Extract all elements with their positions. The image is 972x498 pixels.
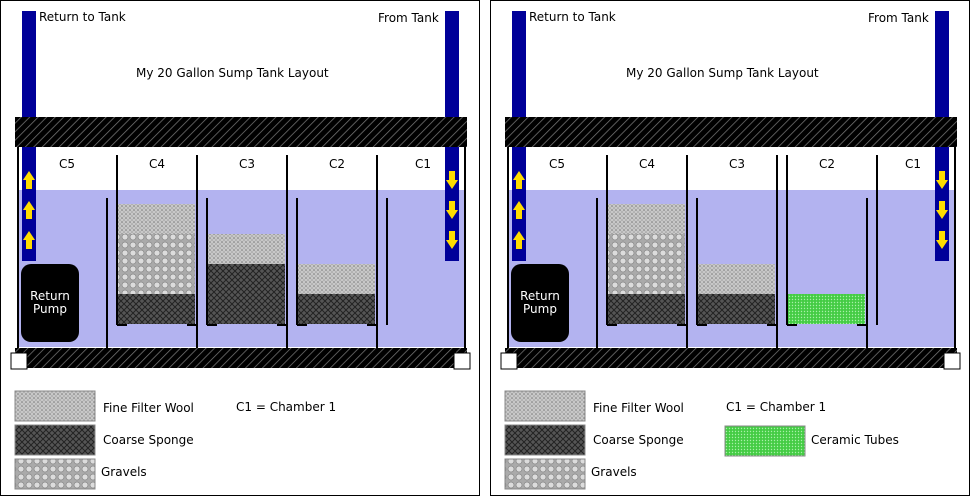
foot-right [943,352,961,370]
sump-drawing [500,11,961,490]
chamber-label-c4: C4 [148,157,165,171]
from-tank-label: From Tank [868,11,929,25]
chamber-label-c5: C5 [58,157,75,171]
return-pump: Return Pump [511,264,569,342]
c4-fine-wool [608,204,685,234]
foot-left [10,352,28,370]
arrow-down-icon [446,171,458,189]
legend-swatch-fine [14,390,96,422]
arrow-up-icon [513,231,525,249]
c3-coarse-sponge [698,294,775,324]
legend-swatch-coarse [504,424,586,456]
arrow-down-icon [936,171,948,189]
arrow-up-icon [513,171,525,189]
c4-gravels [608,234,685,294]
legend-swatch-gravels [504,458,586,490]
c4-gravels [118,234,195,294]
arrow-up-icon [23,171,35,189]
arrow-down-icon [936,201,948,219]
tank-base [15,348,467,368]
chamber-label-c3: C3 [238,157,255,171]
c3-coarse-sponge [208,264,285,324]
legend-coarse-label: Coarse Sponge [593,433,684,447]
arrow-up-icon [23,201,35,219]
foot-right [453,352,471,370]
tank-lid [15,117,467,147]
sump-drawing [10,11,471,490]
inlet-flow-arrows [446,171,458,249]
return-to-tank-label: Return to Tank [39,10,126,24]
chamber-label-c1: C1 [414,157,431,171]
sump-diagram-right: Return to Tank From Tank My 20 Gallon Su… [490,0,970,496]
inlet-flow-arrows [936,171,948,249]
legend-gravels-label: Gravels [591,465,637,479]
chamber-label-c2: C2 [328,157,345,171]
sump-diagram-left: Return to Tank From Tank My 20 Gallon Su… [0,0,480,496]
legend-fine-label: Fine Filter Wool [103,401,194,415]
return-flow-arrows [513,171,525,249]
diagram-title: My 20 Gallon Sump Tank Layout [136,66,329,80]
c4-coarse-sponge [118,294,195,324]
legend-swatch-gravels [14,458,96,490]
chamber-label-c1: C1 [904,157,921,171]
chamber-label-c3: C3 [728,157,745,171]
return-flow-arrows [23,171,35,249]
arrow-up-icon [513,201,525,219]
legend-coarse-label: Coarse Sponge [103,433,194,447]
return-pump: Return Pump [21,264,79,342]
legend-swatch-coarse [14,424,96,456]
c2-coarse-sponge [298,294,375,324]
return-pump-label: Return Pump [30,289,70,316]
return-to-tank-label: Return to Tank [529,10,616,24]
c3-fine-wool [698,264,775,294]
c4-coarse-sponge [608,294,685,324]
arrow-up-icon [23,231,35,249]
from-tank-label: From Tank [378,11,439,25]
tank-base [505,348,957,368]
legend-gravels-label: Gravels [101,465,147,479]
arrow-down-icon [446,201,458,219]
legend-key-label: C1 = Chamber 1 [236,400,337,414]
diagram-title: My 20 Gallon Sump Tank Layout [626,66,819,80]
c4-fine-wool [118,204,195,234]
chamber-label-c2: C2 [818,157,835,171]
return-pump-label: Return Pump [520,289,560,316]
c2-ceramic-tubes [788,294,865,324]
chamber-label-c4: C4 [638,157,655,171]
tank-lid [505,117,957,147]
legend-ceramic-label: Ceramic Tubes [811,433,899,447]
legend-key-label: C1 = Chamber 1 [726,400,827,414]
arrow-down-icon [446,231,458,249]
legend-swatch-fine [504,390,586,422]
chamber-label-c5: C5 [548,157,565,171]
c3-fine-wool [208,234,285,264]
arrow-down-icon [936,231,948,249]
c2-fine-wool [298,264,375,294]
legend-swatch-ceramic [724,425,806,457]
foot-left [500,352,518,370]
legend-fine-label: Fine Filter Wool [593,401,684,415]
